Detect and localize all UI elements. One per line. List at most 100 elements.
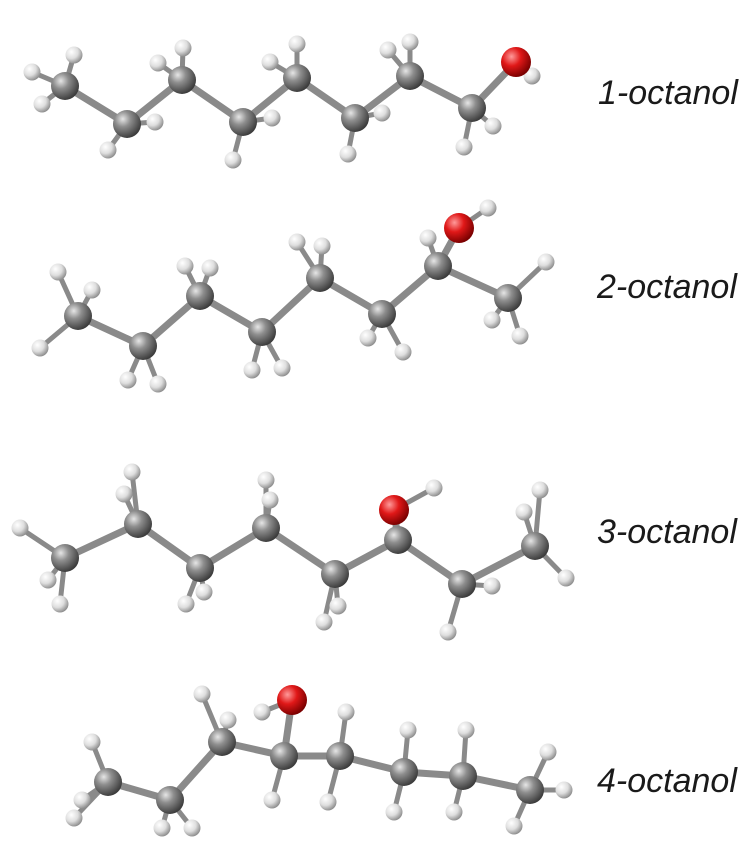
hydrogen-atom <box>123 463 141 481</box>
hydrogen-atom <box>253 703 271 721</box>
carbon-atom <box>390 758 418 786</box>
hydrogen-atom <box>183 819 201 837</box>
hydrogen-atom <box>401 33 419 51</box>
hydrogen-atom <box>484 117 502 135</box>
hydrogen-atom <box>33 95 51 113</box>
hydrogen-atom <box>243 361 261 379</box>
hydrogen-atom <box>319 793 337 811</box>
hydrogen-atom <box>73 791 91 809</box>
hydrogen-atom <box>455 138 473 156</box>
carbon-atom <box>384 526 412 554</box>
hydrogen-atom <box>149 375 167 393</box>
hydrogen-atom <box>83 733 101 751</box>
hydrogen-atom <box>557 569 575 587</box>
hydrogen-atom <box>531 481 549 499</box>
hydrogen-atom <box>379 41 397 59</box>
hydrogen-atom <box>119 371 137 389</box>
carbon-atom <box>396 62 424 90</box>
carbon-atom <box>252 514 280 542</box>
hydrogen-atom <box>288 233 306 251</box>
carbon-atom <box>321 560 349 588</box>
hydrogen-atom <box>483 577 501 595</box>
hydrogen-atom <box>313 237 331 255</box>
carbon-atom <box>458 94 486 122</box>
hydrogen-atom <box>153 819 171 837</box>
carbon-atom <box>51 544 79 572</box>
carbon-atom <box>516 776 544 804</box>
carbon-atom <box>129 332 157 360</box>
hydrogen-atom <box>83 281 101 299</box>
carbon-atom <box>94 768 122 796</box>
hydrogen-atom <box>174 39 192 57</box>
hydrogen-atom <box>505 817 523 835</box>
carbon-atom <box>521 532 549 560</box>
carbon-atom <box>248 318 276 346</box>
molecule-2-octanol: 2-octanol <box>31 199 738 393</box>
carbon-atom <box>51 72 79 100</box>
hydrogen-atom <box>261 491 279 509</box>
hydrogen-atom <box>523 67 541 85</box>
carbon-atom <box>186 554 214 582</box>
carbon-atom <box>283 64 311 92</box>
carbon-atom <box>448 570 476 598</box>
hydrogen-atom <box>445 803 463 821</box>
model-1-octanol <box>23 33 541 169</box>
label-3-octanol: 3-octanol <box>597 513 738 551</box>
hydrogen-atom <box>263 791 281 809</box>
hydrogen-atom <box>257 471 275 489</box>
hydrogen-atom <box>439 623 457 641</box>
carbon-atom <box>186 282 214 310</box>
hydrogen-atom <box>479 199 497 217</box>
model-3-octanol <box>11 463 575 641</box>
hydrogen-atom <box>539 743 557 761</box>
model-2-octanol <box>31 199 555 393</box>
carbon-atom <box>326 742 354 770</box>
hydrogen-atom <box>99 141 117 159</box>
molecule-4-octanol: 4-octanol <box>65 685 738 837</box>
hydrogen-atom <box>537 253 555 271</box>
hydrogen-atom <box>457 721 475 739</box>
hydrogen-atom <box>394 343 412 361</box>
label-1-octanol: 1-octanol <box>598 74 739 112</box>
hydrogen-atom <box>337 703 355 721</box>
hydrogen-atom <box>339 145 357 163</box>
hydrogen-atom <box>176 257 194 275</box>
hydrogen-atom <box>511 327 529 345</box>
model-4-octanol <box>65 685 573 837</box>
hydrogen-atom <box>425 479 443 497</box>
oxygen-atom <box>379 495 409 525</box>
hydrogen-atom <box>483 311 501 329</box>
carbon-atom <box>424 252 452 280</box>
hydrogen-atom <box>146 113 164 131</box>
hydrogen-atom <box>263 109 281 127</box>
molecule-3-octanol: 3-octanol <box>11 463 738 641</box>
carbon-atom <box>124 510 152 538</box>
hydrogen-atom <box>177 595 195 613</box>
hydrogen-atom <box>555 781 573 799</box>
hydrogen-atom <box>149 54 167 72</box>
hydrogen-atom <box>224 151 242 169</box>
hydrogen-atom <box>195 583 213 601</box>
hydrogen-atom <box>11 519 29 537</box>
hydrogen-atom <box>261 53 279 71</box>
label-2-octanol: 2-octanol <box>596 268 738 306</box>
hydrogen-atom <box>65 46 83 64</box>
carbon-atom <box>113 110 141 138</box>
label-4-octanol: 4-octanol <box>597 762 738 800</box>
hydrogen-atom <box>515 503 533 521</box>
hydrogen-atom <box>115 485 133 503</box>
hydrogen-atom <box>193 685 211 703</box>
carbon-atom <box>229 108 257 136</box>
oxygen-atom <box>277 685 307 715</box>
carbon-atom <box>168 66 196 94</box>
hydrogen-atom <box>201 259 219 277</box>
oxygen-atom <box>444 213 474 243</box>
hydrogen-atom <box>399 721 417 739</box>
hydrogen-atom <box>219 711 237 729</box>
hydrogen-atom <box>329 597 347 615</box>
hydrogen-atom <box>385 803 403 821</box>
carbon-atom <box>270 742 298 770</box>
carbon-atom <box>156 786 184 814</box>
hydrogen-atom <box>315 613 333 631</box>
